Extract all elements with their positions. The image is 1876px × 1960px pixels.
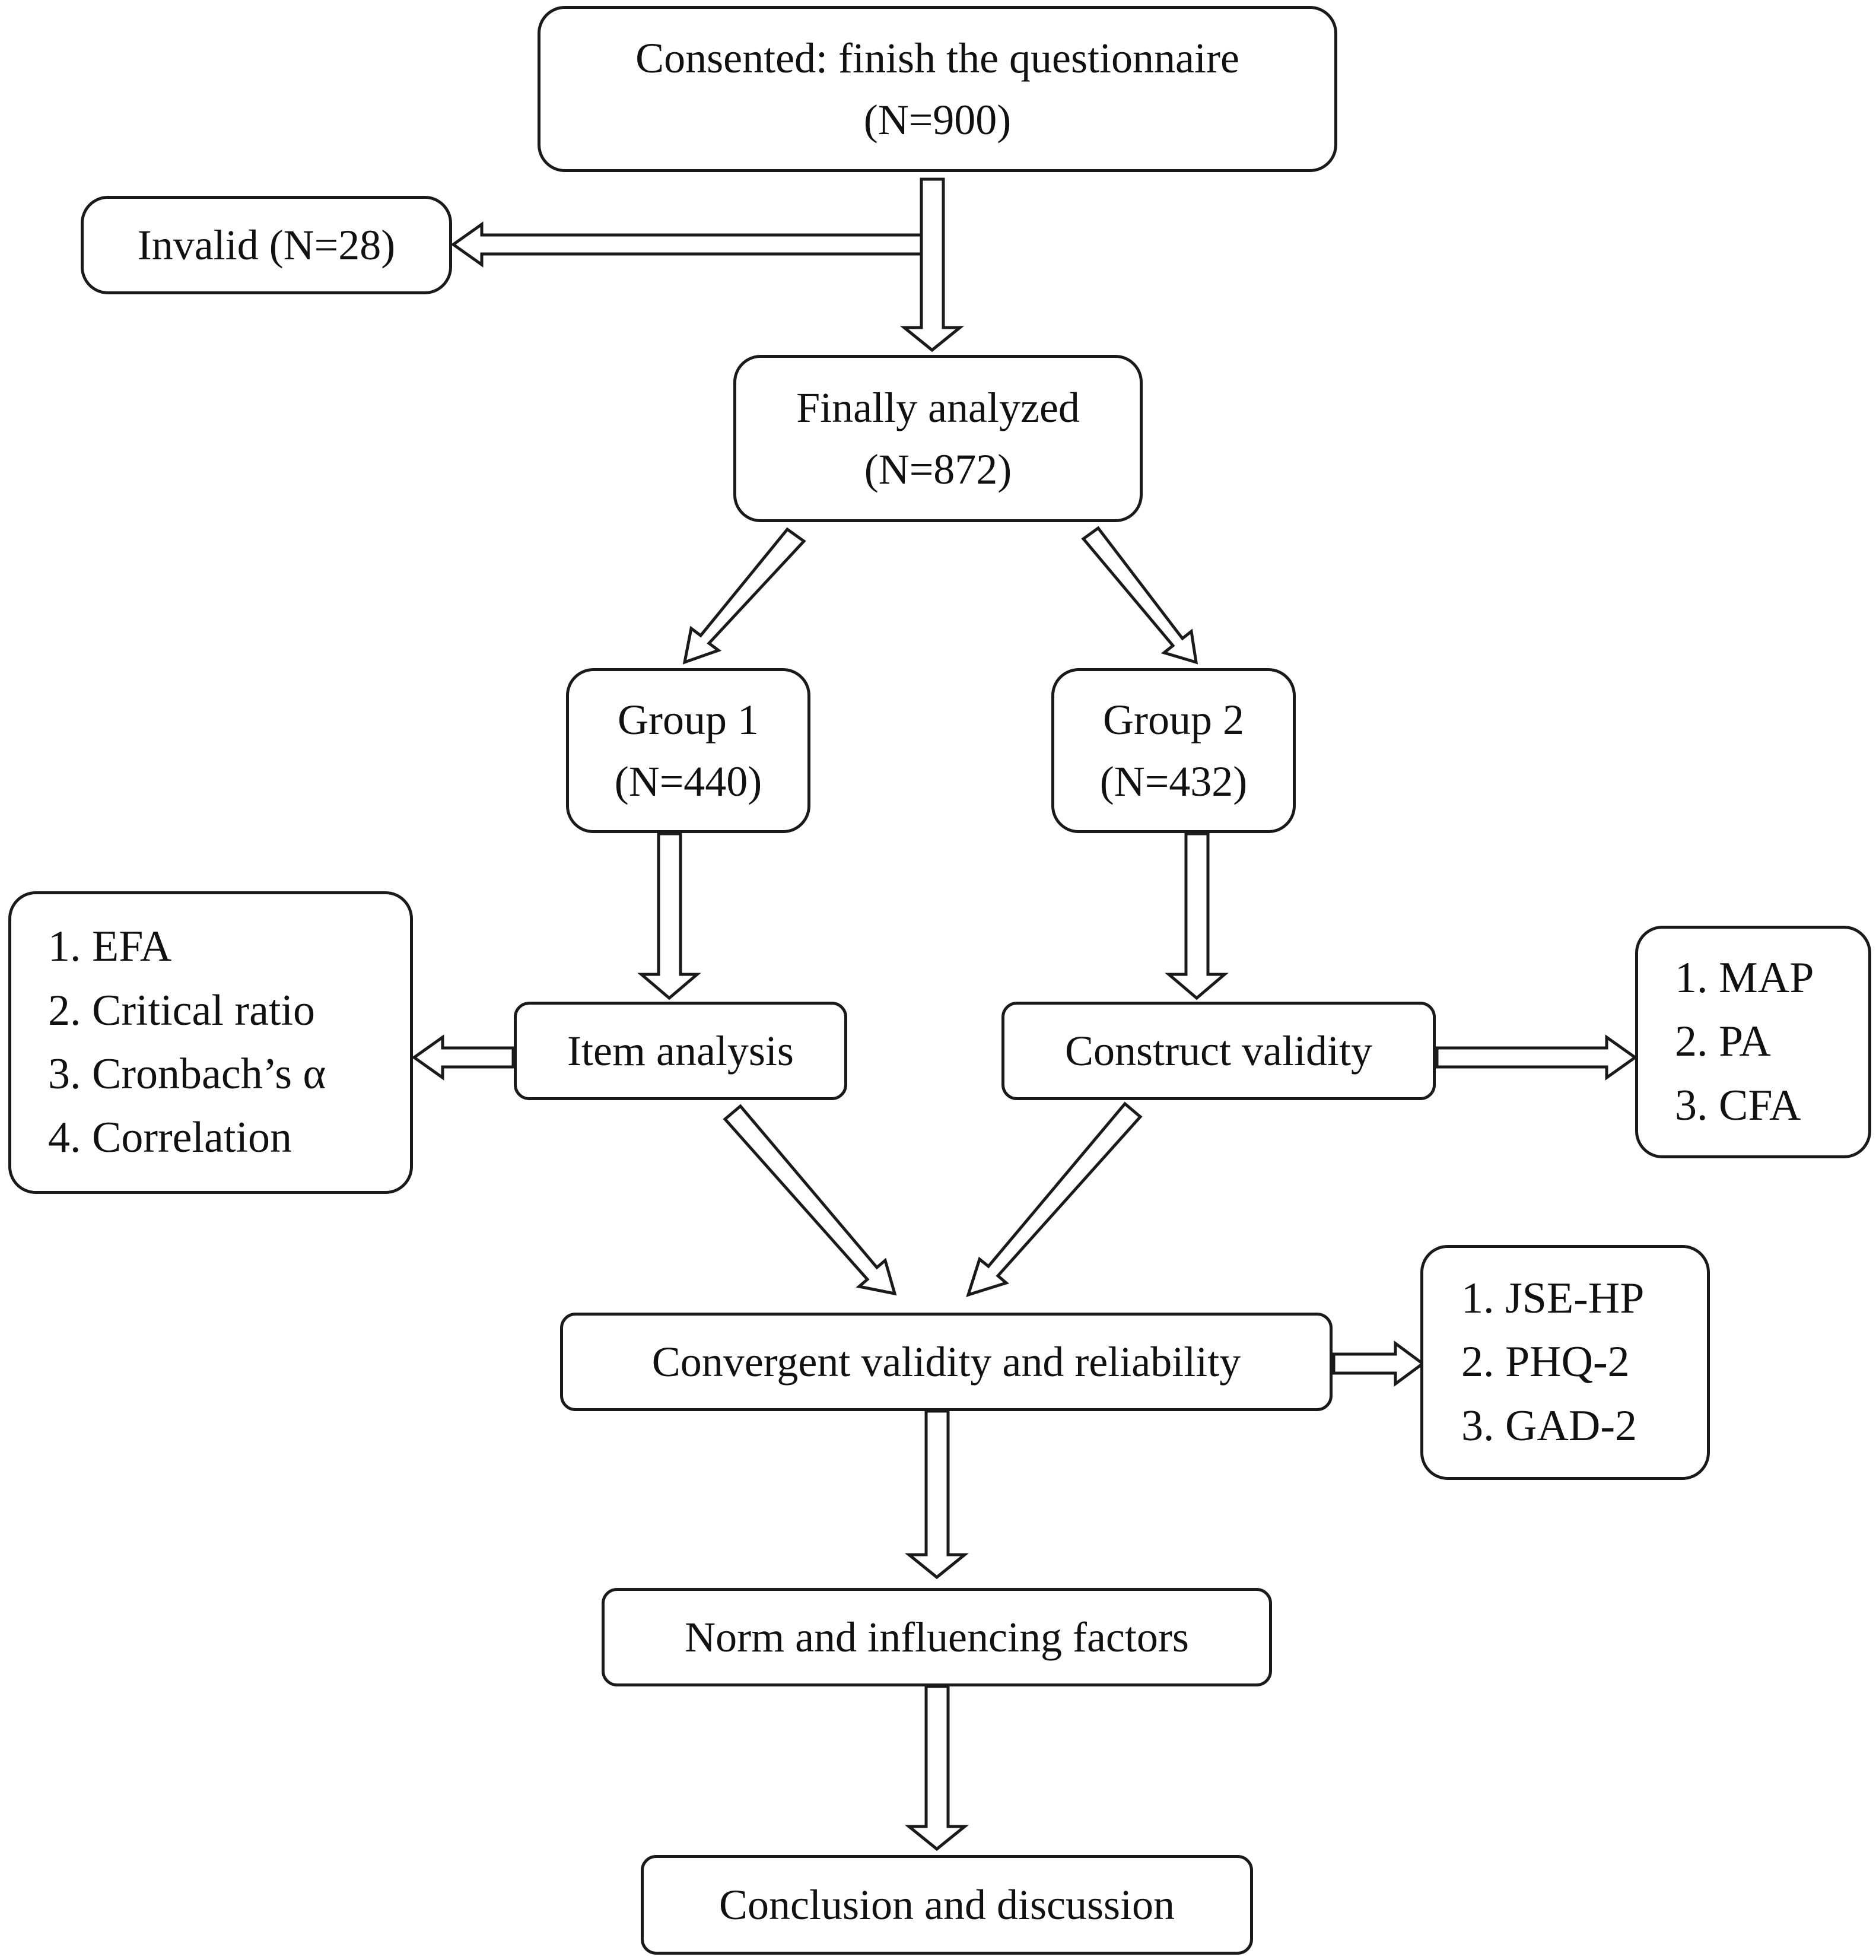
group1-label: Group 1 xyxy=(618,695,759,744)
arrow-convergent-to-scales xyxy=(1332,1340,1426,1387)
arrow-group1-to-item xyxy=(637,832,701,1000)
consented-box: Consented: finish the questionnaire (N=9… xyxy=(538,6,1337,172)
consented-count: (N=900) xyxy=(863,96,1012,144)
group1-count: (N=440) xyxy=(614,758,762,805)
arrow-final-to-group2 xyxy=(1081,526,1198,665)
scale-1: 1. JSE-HP xyxy=(1461,1274,1645,1323)
group2-count: (N=432) xyxy=(1099,758,1248,805)
group2-box: Group 2 (N=432) xyxy=(1051,668,1296,833)
norm-label: Norm and influencing factors xyxy=(685,1613,1189,1661)
arrow-norm-to-conclusion xyxy=(904,1685,969,1851)
scale-3: 3. GAD-2 xyxy=(1461,1401,1637,1450)
group2-label: Group 2 xyxy=(1103,695,1244,744)
convergent-box: Convergent validity and reliability xyxy=(560,1313,1333,1411)
item-analysis-box: Item analysis xyxy=(514,1002,847,1100)
scale-2: 2. PHQ-2 xyxy=(1461,1338,1630,1387)
final-count: (N=872) xyxy=(864,446,1012,493)
arrow-item-to-convergent xyxy=(723,1104,897,1296)
item-method-2: 2. Critical ratio xyxy=(48,986,316,1035)
construct-method-2: 2. PA xyxy=(1675,1017,1771,1066)
arrow-construct-to-methods xyxy=(1435,1034,1638,1081)
construct-method-3: 3. CFA xyxy=(1675,1081,1801,1130)
item-methods-box: 1. EFA 2. Critical ratio 3. Cronbach’s α… xyxy=(8,891,413,1194)
conclusion-label: Conclusion and discussion xyxy=(719,1880,1175,1929)
arrow-group2-to-construct xyxy=(1165,832,1229,1000)
item-method-1: 1. EFA xyxy=(48,922,172,971)
consented-label: Consented: finish the questionnaire xyxy=(635,34,1239,82)
arrow-final-to-group1 xyxy=(682,527,806,665)
construct-validity-label: Construct validity xyxy=(1065,1027,1372,1075)
item-method-4: 4. Correlation xyxy=(48,1113,292,1162)
arrow-consented-to-final xyxy=(899,177,965,352)
norm-box: Norm and influencing factors xyxy=(602,1588,1272,1686)
invalid-box: Invalid (N=28) xyxy=(81,196,452,294)
group1-box: Group 1 (N=440) xyxy=(566,668,810,833)
conclusion-box: Conclusion and discussion xyxy=(641,1855,1253,1955)
item-analysis-label: Item analysis xyxy=(567,1027,794,1075)
construct-validity-box: Construct validity xyxy=(1001,1002,1436,1100)
arrow-item-to-methods xyxy=(411,1034,515,1081)
arrow-construct-to-convergent xyxy=(966,1101,1143,1297)
arrow-convergent-to-norm xyxy=(904,1409,969,1580)
construct-method-1: 1. MAP xyxy=(1675,954,1814,1003)
final-label: Finally analyzed xyxy=(796,383,1080,431)
invalid-label: Invalid (N=28) xyxy=(137,221,396,269)
convergent-label: Convergent validity and reliability xyxy=(651,1338,1241,1386)
construct-methods-box: 1. MAP 2. PA 3. CFA xyxy=(1635,926,1871,1158)
item-method-3: 3. Cronbach’s α xyxy=(48,1050,326,1098)
final-box: Finally analyzed (N=872) xyxy=(733,355,1143,522)
convergent-scales-box: 1. JSE-HP 2. PHQ-2 3. GAD-2 xyxy=(1420,1245,1710,1480)
arrow-to-invalid xyxy=(450,221,923,268)
